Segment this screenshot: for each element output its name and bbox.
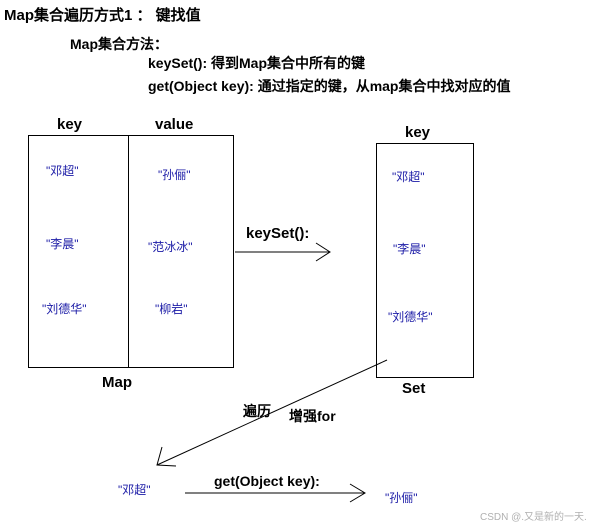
enhanced-for-label: 增强for bbox=[289, 408, 336, 424]
map-key-header: key bbox=[57, 116, 83, 133]
method-heading: Map集合方法： bbox=[70, 36, 168, 52]
page-title: Map集合遍历方式1 ： 键找值 bbox=[4, 7, 201, 24]
set-item: "刘德华" bbox=[388, 310, 433, 324]
method-keyset-desc: keySet(): 得到Map集合中所有的键 bbox=[148, 55, 366, 71]
map-value-header: value bbox=[155, 116, 194, 133]
map-key-item: "刘德华" bbox=[42, 302, 87, 316]
get-label: get(Object key): bbox=[214, 473, 320, 489]
keyset-label: keySet(): bbox=[246, 225, 310, 242]
traverse-label: 遍历 bbox=[243, 403, 271, 419]
watermark: CSDN @.又是新的一天. bbox=[480, 512, 587, 523]
map-table-box bbox=[28, 135, 234, 368]
traverse-arrow bbox=[156, 359, 388, 467]
method-get-desc: get(Object key): 通过指定的键，从map集合中找对应的值 bbox=[148, 78, 511, 94]
set-item: "李晨" bbox=[393, 242, 426, 256]
map-key-item: "李晨" bbox=[46, 237, 79, 251]
get-key-item: "邓超" bbox=[118, 483, 151, 497]
keyset-arrow bbox=[235, 242, 331, 262]
set-item: "邓超" bbox=[392, 170, 425, 184]
map-column-divider bbox=[128, 135, 129, 368]
map-caption: Map bbox=[102, 374, 132, 391]
set-box bbox=[376, 143, 474, 378]
map-key-item: "邓超" bbox=[46, 164, 79, 178]
get-arrow bbox=[185, 483, 366, 503]
map-value-item: "孙俪" bbox=[158, 168, 191, 182]
get-result-item: "孙俪" bbox=[385, 491, 418, 505]
map-value-item: "柳岩" bbox=[155, 302, 188, 316]
set-key-header: key bbox=[405, 124, 431, 141]
map-value-item: "范冰冰" bbox=[148, 240, 193, 254]
set-caption: Set bbox=[402, 380, 426, 397]
